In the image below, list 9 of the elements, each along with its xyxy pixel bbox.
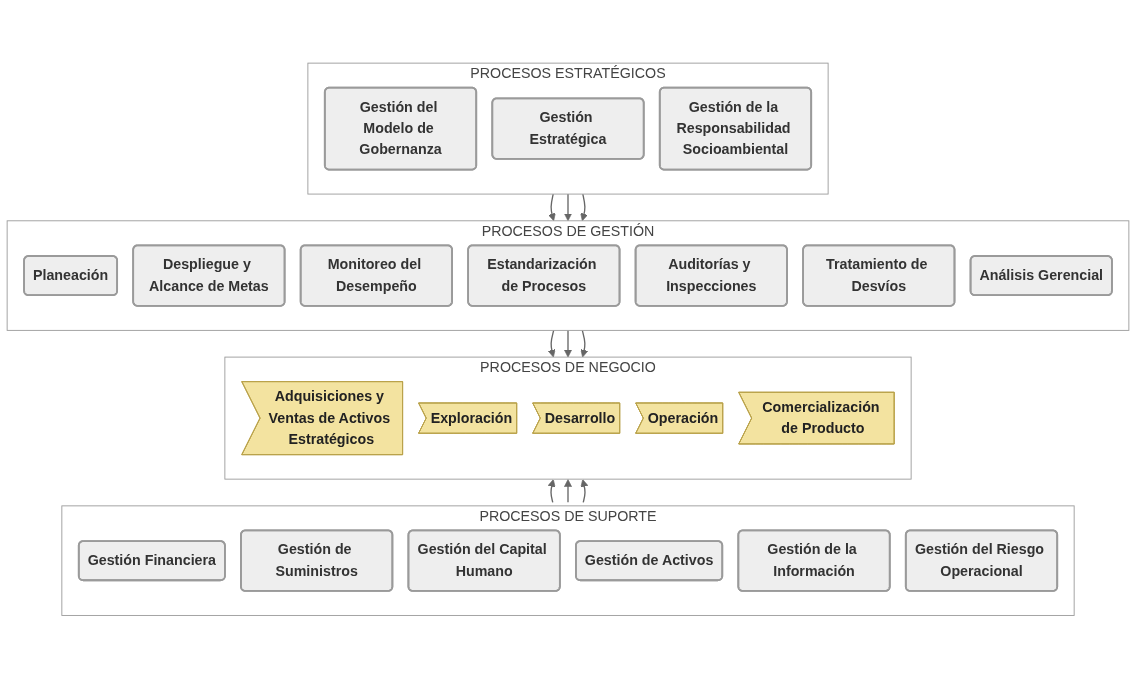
arrow (548, 193, 556, 222)
arrow (580, 193, 588, 222)
arrow (580, 329, 589, 358)
arrow (564, 329, 572, 358)
arrow (547, 479, 556, 504)
arrow (564, 479, 572, 504)
arrow (580, 479, 589, 504)
arrow (564, 193, 572, 222)
arrow (547, 329, 556, 358)
